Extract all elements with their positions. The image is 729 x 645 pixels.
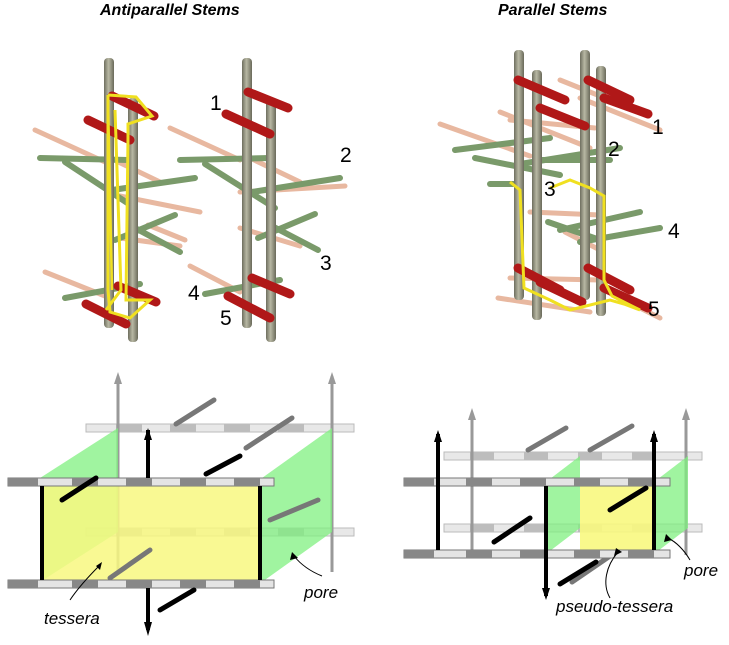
label-pseudo-tessera: pseudo-tessera: [555, 597, 673, 616]
green-panel-right: [262, 428, 332, 582]
diagonal-strands-back-left: [107, 397, 321, 581]
diagonal-strands-back-right: [525, 423, 635, 585]
strand-label-5-left: 5: [220, 307, 232, 330]
green-strands-right: [452, 135, 663, 245]
pore-pointer-left: [293, 555, 323, 577]
strand-label-5-right: 5: [648, 298, 660, 321]
strand-label-3-left: 3: [320, 252, 332, 275]
front-ladder-bottom-left: [7, 579, 275, 589]
strand-label-4-right: 4: [668, 220, 680, 243]
strand-label-4-left: 4: [188, 282, 200, 305]
front-ladder-top-left: [7, 477, 275, 487]
parallel-3d-model: 1 2 3 4 5: [437, 50, 680, 321]
label-pore-left: pore: [303, 583, 338, 602]
pseudo-tessera-schematic: pseudo-tessera pore: [403, 408, 718, 616]
diagonal-strands-front-left: [59, 453, 243, 613]
antiparallel-3d-model: 1 2 3 4 5: [32, 58, 352, 342]
strand-label-1-right: 1: [652, 116, 664, 139]
strand-label-2-left: 2: [340, 144, 352, 167]
tessera-pointer: [69, 564, 101, 601]
back-strands-left: [32, 125, 348, 301]
title-antiparallel: Antiparallel Stems: [100, 2, 240, 19]
label-tessera: tessera: [44, 609, 100, 628]
front-stems-left: [40, 430, 262, 630]
diagonal-strands-front-right: [491, 485, 649, 587]
strand-label-2-right: 2: [608, 138, 620, 161]
pseudo-tessera-pointer: [605, 551, 619, 599]
yellow-pseudo-tessera-panel: [580, 482, 654, 554]
back-ladder-top-left: [85, 423, 355, 433]
green-panel-pseudo-left: [546, 456, 580, 554]
strand-label-1-left: 1: [210, 92, 222, 115]
front-ladder-bottom-right: [403, 549, 671, 559]
yellow-tessera-panel: [40, 478, 262, 582]
stems-right: [514, 50, 606, 320]
strand-label-3-right: 3: [544, 178, 556, 201]
back-ladder-top-right: [443, 451, 703, 461]
front-ladder-top-right: [403, 477, 671, 487]
title-parallel: Parallel Stems: [498, 2, 608, 19]
label-pore-right: pore: [683, 561, 718, 580]
yellow-path-right: [509, 178, 641, 312]
green-strands-left: [37, 155, 343, 301]
tessera-schematic: tessera pore: [7, 372, 355, 636]
front-stems-right: [436, 434, 656, 596]
yellow-path-left2: [106, 99, 114, 291]
